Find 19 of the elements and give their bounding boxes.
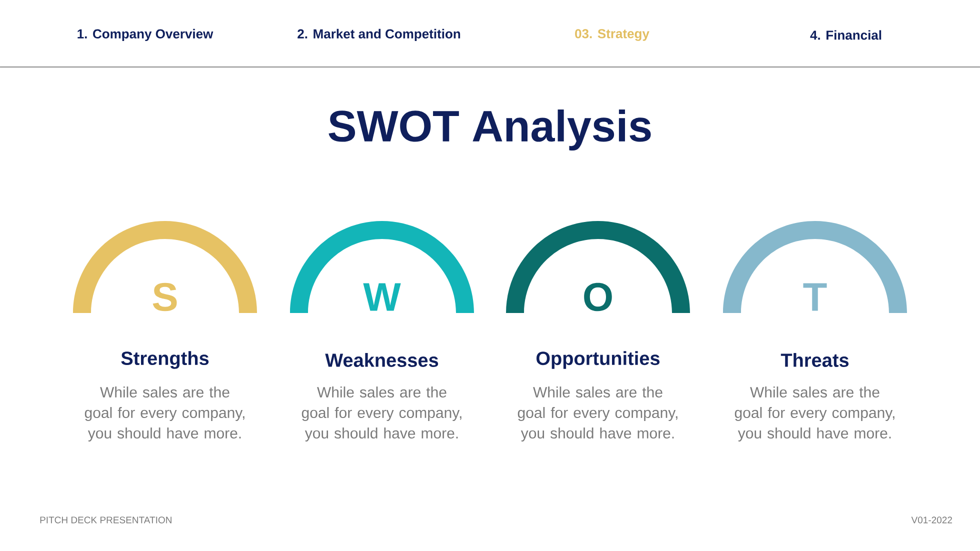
arc-letter: W bbox=[363, 283, 401, 311]
card-description: While sales are the goal for every company, you should have more. bbox=[734, 386, 894, 442]
nav-item-active: 03. Strategy bbox=[575, 29, 650, 41]
nav-item: 1. Company Overview bbox=[78, 28, 214, 42]
card-heading: Threats bbox=[780, 353, 849, 367]
nav-item: 2. Market and Competition bbox=[298, 28, 460, 42]
card-description: While sales are the goal for every company, you should have more. bbox=[518, 386, 678, 442]
arc-letter: S bbox=[152, 282, 177, 312]
arc-letter: O bbox=[584, 282, 612, 312]
slide-title: SWOT Analysis bbox=[328, 110, 651, 150]
footer-text: PITCH DECK PRESENTATION bbox=[40, 516, 172, 524]
card-heading: Weaknesses bbox=[325, 353, 438, 367]
arc-letter: T bbox=[803, 283, 827, 311]
footer-text: V01-2022 bbox=[911, 516, 952, 524]
nav-item: 4. Financial bbox=[810, 30, 882, 40]
card-heading: Strengths bbox=[121, 351, 209, 369]
card-heading: Opportunities bbox=[536, 351, 660, 369]
card-description: While sales are the goal for every company, you should have more. bbox=[302, 386, 462, 442]
card-description: While sales are the goal for every company, you should have more. bbox=[84, 386, 244, 442]
